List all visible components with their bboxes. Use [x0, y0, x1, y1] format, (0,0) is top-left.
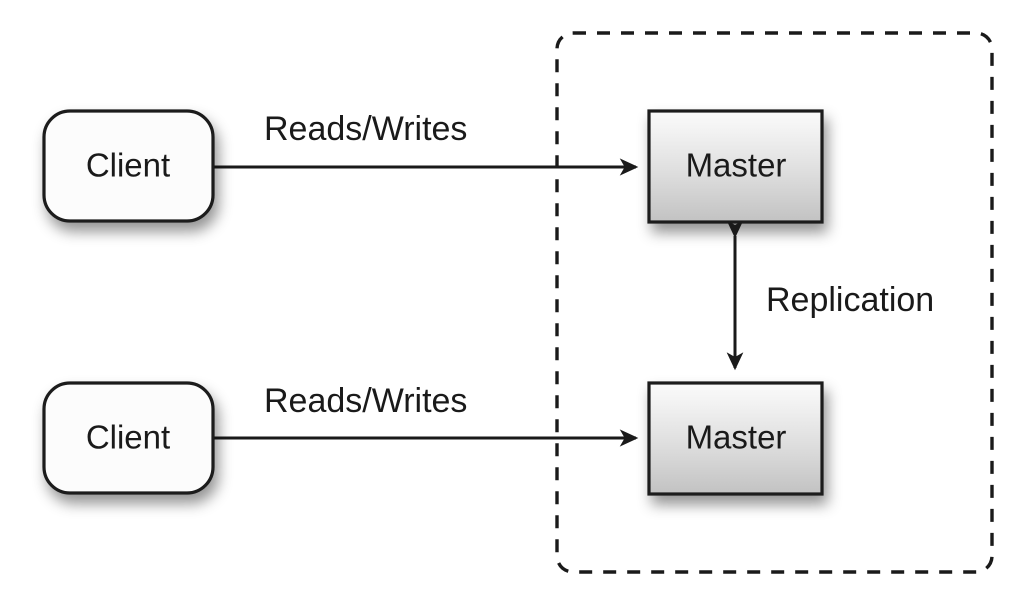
node-master-bottom[interactable]: Master	[647, 381, 824, 496]
node-client-top[interactable]: Client	[42, 109, 215, 223]
node-client-bottom[interactable]: Client	[42, 381, 215, 495]
client-bottom-shape[interactable]	[42, 381, 215, 495]
replication-cluster-boundary	[555, 31, 994, 574]
master-top-shape[interactable]	[647, 109, 824, 224]
client-top-label: Client	[86, 147, 170, 184]
edge-label-replication: Replication	[766, 281, 934, 319]
client-bottom-label: Client	[86, 419, 170, 456]
master-bottom-shape[interactable]	[647, 381, 824, 496]
node-master-top[interactable]: Master	[647, 109, 824, 224]
edge-client-top-to-master-top: Reads/Writes	[214, 110, 639, 176]
edge-client-bottom-to-master-bottom: Reads/Writes	[214, 382, 639, 447]
edge-label-reads-writes-top: Reads/Writes	[264, 110, 467, 148]
edge-master-replication: Replication	[726, 220, 934, 371]
client-top-shape[interactable]	[42, 109, 215, 223]
edge-label-reads-writes-bottom: Reads/Writes	[264, 382, 467, 420]
master-bottom-label: Master	[686, 419, 787, 456]
master-top-label: Master	[686, 147, 787, 184]
